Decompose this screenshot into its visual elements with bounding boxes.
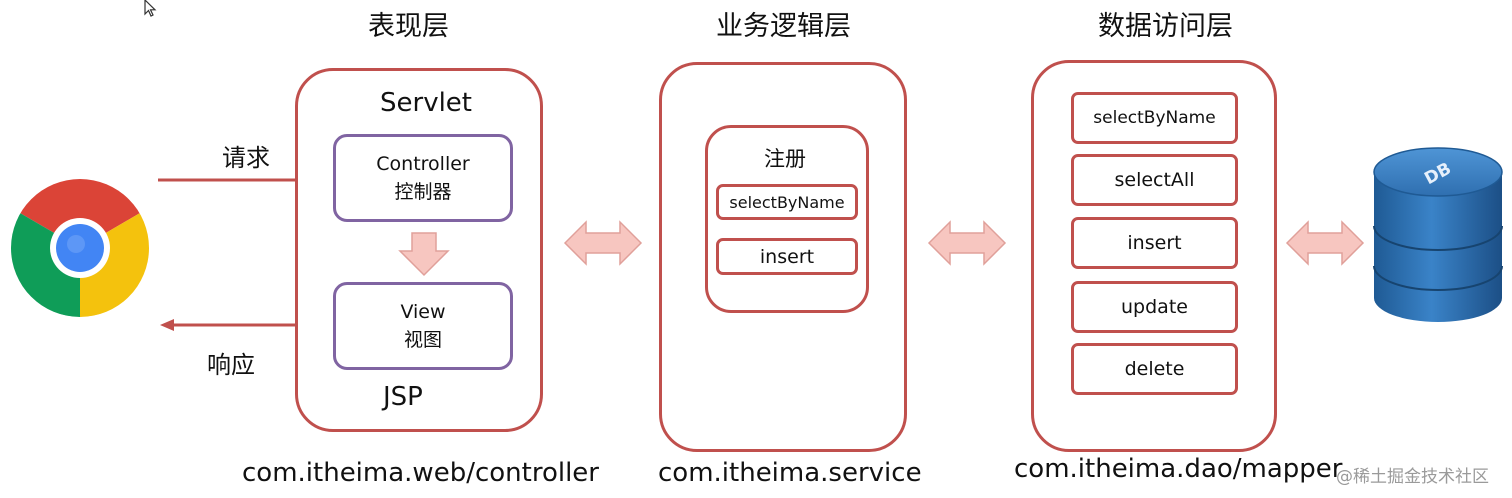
response-label: 响应 [207, 351, 255, 379]
double-arrow-1 [563, 220, 643, 266]
watermark: @稀土掘金技术社区 [1336, 467, 1489, 487]
double-arrow-2 [927, 220, 1007, 266]
view-cn-label: 视图 [403, 329, 442, 351]
chrome-browser-icon [11, 179, 149, 317]
double-arrow-3 [1285, 220, 1365, 266]
dao-method-insert: insert [1071, 217, 1238, 269]
controller-label: Controller [376, 153, 470, 175]
business-package-label: com.itheima.service [658, 458, 922, 488]
controller-box: Controller 控制器 [333, 134, 513, 222]
dao-method-selectall: selectAll [1071, 154, 1238, 206]
presentation-package-label: com.itheima.web/controller [242, 458, 599, 488]
register-label: 注册 [764, 147, 806, 171]
cursor-icon [144, 0, 157, 17]
dao-method-selectbyname: selectByName [1071, 92, 1238, 144]
business-layer-title: 业务逻辑层 [716, 11, 851, 42]
business-method-selectbyname: selectByName [716, 184, 858, 220]
dao-method-update: update [1071, 281, 1238, 333]
dao-method-delete: delete [1071, 343, 1238, 395]
business-method-insert: insert [716, 238, 858, 275]
database-icon: DB [1373, 147, 1503, 322]
down-arrow-icon [398, 232, 450, 277]
view-box: View 视图 [333, 282, 513, 370]
servlet-label: Servlet [380, 88, 472, 118]
data-access-layer-title: 数据访问层 [1098, 11, 1233, 42]
data-access-package-label: com.itheima.dao/mapper [1014, 454, 1343, 484]
jsp-label: JSP [383, 382, 423, 412]
controller-cn-label: 控制器 [394, 181, 452, 203]
presentation-layer-title: 表现层 [368, 11, 449, 42]
view-label: View [400, 301, 446, 323]
request-label: 请求 [222, 144, 270, 172]
